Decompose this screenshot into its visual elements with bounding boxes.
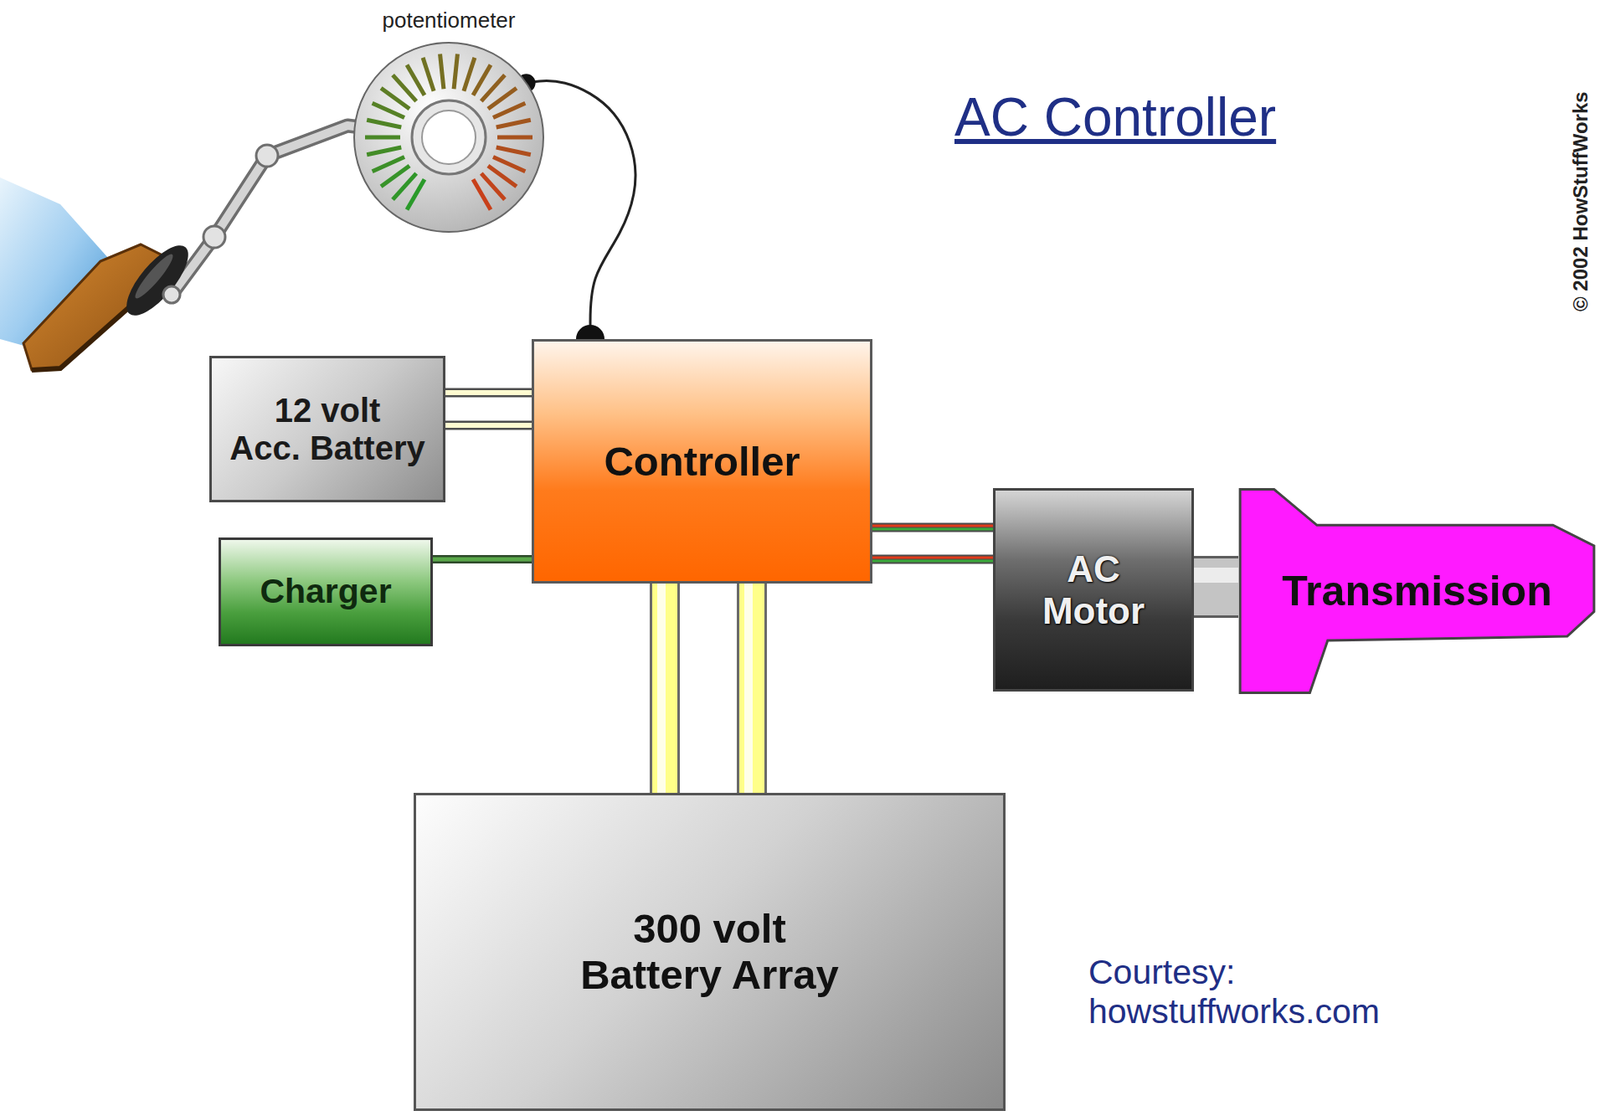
accelerator-pedal	[116, 236, 198, 325]
cable-strand	[445, 388, 532, 398]
cable-strand	[1193, 567, 1239, 583]
cable-strand	[872, 528, 993, 531]
dial-tick	[497, 135, 533, 140]
dial-tick	[366, 119, 402, 128]
cable-strand	[736, 583, 767, 793]
cable-strand	[872, 523, 993, 533]
text-line: Battery Array	[580, 951, 839, 999]
text-line: 300 volt	[580, 905, 839, 952]
cable-strand	[872, 524, 993, 528]
cable-strand	[432, 555, 532, 564]
cable-strand	[872, 560, 993, 563]
dial-tick	[488, 87, 517, 109]
dial-tick	[496, 119, 531, 128]
node-label: 12 volt Acc. Battery	[229, 391, 425, 468]
dial-tick	[380, 165, 410, 187]
text-line: Acc. Battery	[229, 429, 425, 468]
cable-strand	[1193, 558, 1239, 616]
controller-box: Controller	[531, 339, 873, 584]
linkage-joint	[256, 144, 278, 167]
node-label: Charger	[259, 572, 391, 612]
diagram-title: AC Controller	[954, 87, 1276, 150]
cable-strand	[1193, 555, 1239, 618]
cable-strand	[657, 583, 666, 793]
dial-tick	[493, 157, 525, 172]
accessory-battery-box: 12 volt Acc. Battery	[209, 355, 445, 503]
copyright-watermark: © 2002 HowStuffWorks	[1569, 91, 1593, 312]
dial-tick	[453, 54, 458, 90]
node-label: potentiometer	[382, 5, 516, 33]
cable-strand	[744, 583, 753, 793]
dial-tick	[406, 64, 425, 95]
text-line: Courtesy:	[1088, 952, 1380, 993]
dial-tick	[372, 157, 405, 172]
node-label: AC Motor	[1042, 548, 1145, 632]
linkage-joint	[203, 226, 226, 248]
dial-tick	[422, 57, 434, 92]
text-line: AC	[1042, 548, 1145, 590]
transmission-body	[1239, 488, 1595, 693]
dial-tick	[365, 135, 401, 140]
node-label: Transmission	[1281, 567, 1552, 615]
node-label: Controller	[603, 438, 800, 485]
cable-strand	[739, 583, 765, 793]
dial-knob-cap	[421, 110, 476, 165]
connector	[445, 392, 532, 426]
cable-strand	[432, 557, 532, 562]
cable-strand	[652, 583, 678, 793]
linkage-joint	[163, 286, 181, 304]
wire-plug	[576, 324, 605, 340]
ac-motor-box: AC Motor	[992, 488, 1194, 692]
text-line: 12 volt	[229, 391, 425, 430]
potentiometer-body	[354, 42, 544, 232]
potentiometer-outline	[351, 5, 546, 250]
cable-strand	[872, 555, 993, 565]
dial-tick	[440, 54, 444, 90]
cable-strand	[445, 422, 532, 428]
connector	[432, 559, 532, 561]
cable-strand	[872, 556, 993, 560]
dial-tick	[493, 102, 525, 118]
connector	[1193, 575, 1239, 587]
dial-tick	[463, 57, 475, 92]
node-label: 300 volt Battery Array	[580, 905, 839, 999]
cable-strand	[445, 390, 532, 396]
dial-tick	[473, 179, 491, 210]
dial-tick	[496, 147, 531, 155]
text-line: howstuffworks.com	[1088, 992, 1380, 1032]
courtesy-note: Courtesy: howstuffworks.com	[1088, 952, 1380, 1032]
dial-knob	[411, 100, 486, 175]
dial-tick	[372, 102, 405, 118]
dial-tick	[366, 147, 402, 155]
text-line: Motor	[1042, 590, 1145, 632]
connector	[661, 583, 752, 793]
connector	[872, 525, 993, 561]
signal-wire	[526, 80, 636, 340]
cable-strand	[649, 583, 680, 793]
transmission-shape: Transmission	[1238, 488, 1596, 695]
battery-array-box: 300 volt Battery Array	[413, 792, 1006, 1112]
potentiometer-dial: potentiometer	[351, 5, 546, 250]
charger-box: Charger	[218, 537, 433, 647]
cable-strand	[445, 421, 532, 431]
